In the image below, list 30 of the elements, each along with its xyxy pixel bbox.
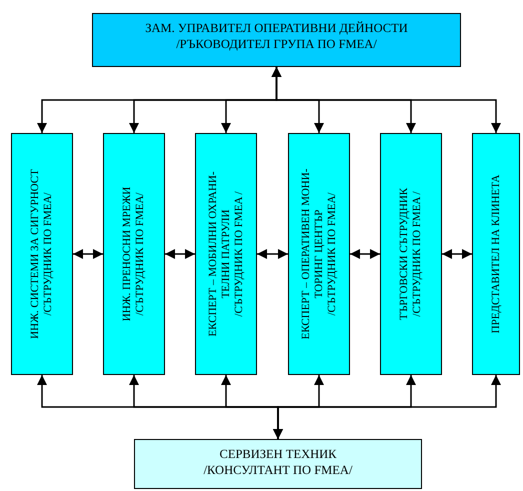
role-text: /СЪТРУДНИК ПО FMEA/ [326,192,338,318]
double-arrow-connector [73,249,103,259]
role-text: ЕКСПЕРТ – ОПЕРАТИВЕН МОНИ- ТОРИНГ ЦЕНТЪР [300,168,326,342]
role-text: ЗАМ. УПРАВИТЕЛ ОПЕРАТИВНИ ДЕЙНОСТИ [145,20,408,36]
role-text: ИНЖ. СИСТЕМИ ЗА СИГУРНОСТ [29,168,42,341]
role-box [134,439,422,489]
role-text: СЕРВИЗЕН ТЕХНИК [219,446,337,462]
role-box [11,133,73,375]
double-arrow-connector [165,249,195,259]
role-box [103,133,165,375]
role-text: ИНЖ. ПРЕНОСНИ МРЕЖИ [121,186,134,324]
role-box [472,133,520,375]
role-text: ЕКСПЕРТ – МОБИЛНИ ОХРАНИ- ТЕЛНИ ПАТРУЛИ [206,170,232,339]
role-text: /СЪТРУДНИК ПО FMEA/ [42,192,55,318]
role-box [195,133,257,375]
role-text: ПРЕДСТАВИТЕЛ НА КЛИНЕТА [490,174,502,336]
role-text: ТЪРГОВСКИ СЪТРУДНИК [398,186,411,322]
role-text: /СЪТРУДНИК ПО FMEA/ [134,192,147,318]
role-box [380,133,442,375]
role-text: /СЪТРУДНИК ПО FMEA / [232,190,246,319]
role-box [92,13,461,67]
double-arrow-connector [272,67,501,133]
role-text: /СЪТРУДНИК ПО FMEA / [411,190,424,319]
double-arrow-connector [350,249,380,259]
role-box [288,133,350,375]
role-text: /КОНСУЛТАНТ ПО FMEA/ [204,462,352,478]
double-arrow-connector [257,249,288,259]
double-arrow-connector [273,375,501,439]
double-arrow-connector [442,249,472,259]
role-text: /РЪКОВОДИТЕЛ ГРУПА ПО FMEA/ [176,36,377,52]
